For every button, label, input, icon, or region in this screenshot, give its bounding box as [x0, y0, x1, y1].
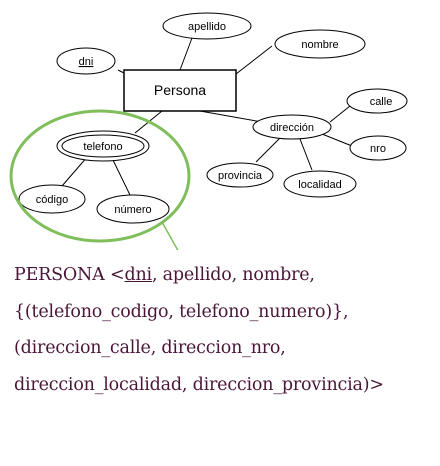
attribute-provincia-label: provincia: [218, 170, 263, 182]
attribute-apellido: apellido: [162, 12, 252, 40]
attribute-direccion-label: dirección: [270, 122, 314, 134]
attribute-localidad: localidad: [283, 170, 357, 198]
schema-line-2: {(telefono_codigo, telefono_numero)},: [14, 301, 349, 322]
highlight-arrow: [161, 221, 179, 250]
attribute-telefono: telefono: [56, 130, 150, 162]
schema-line-1-rest: , apellido, nombre,: [151, 265, 315, 285]
connector-lines: [61, 37, 353, 196]
attribute-localidad-label: localidad: [298, 179, 341, 191]
attribute-calle: calle: [346, 88, 408, 114]
attribute-nro: nro: [349, 135, 407, 161]
attribute-apellido-label: apellido: [188, 21, 226, 33]
attribute-nombre: nombre: [274, 29, 366, 59]
attribute-direccion: dirección: [252, 114, 332, 140]
attribute-numero-label: número: [114, 204, 151, 216]
schema-primary-key: dni: [124, 265, 152, 285]
attribute-dni: dni: [56, 47, 116, 75]
relational-schema: PERSONA <dni, apellido, nombre, {(telefo…: [14, 257, 434, 403]
attribute-codigo: código: [18, 184, 86, 214]
er-diagram: Persona dni apellido nombre telefono cód…: [9, 12, 408, 250]
attribute-calle-label: calle: [370, 96, 393, 108]
schema-line-4: direccion_localidad, direccion_provincia…: [14, 374, 384, 395]
attribute-nombre-label: nombre: [301, 39, 338, 51]
attribute-telefono-label: telefono: [83, 141, 122, 153]
highlight-circle: [9, 109, 191, 243]
attribute-provincia: provincia: [206, 162, 274, 188]
schema-line-3: (direccion_calle, direccion_nro,: [14, 338, 286, 358]
attribute-dni-label: dni: [79, 56, 94, 68]
schema-relation-name: PERSONA <: [14, 265, 125, 285]
schema-line-1: PERSONA <dni, apellido, nombre,: [14, 257, 434, 294]
attribute-numero: número: [96, 194, 170, 224]
entity-persona-label: Persona: [154, 82, 206, 98]
entity-persona: Persona: [123, 69, 237, 112]
attribute-nro-label: nro: [370, 143, 386, 155]
attribute-codigo-label: código: [36, 194, 68, 206]
